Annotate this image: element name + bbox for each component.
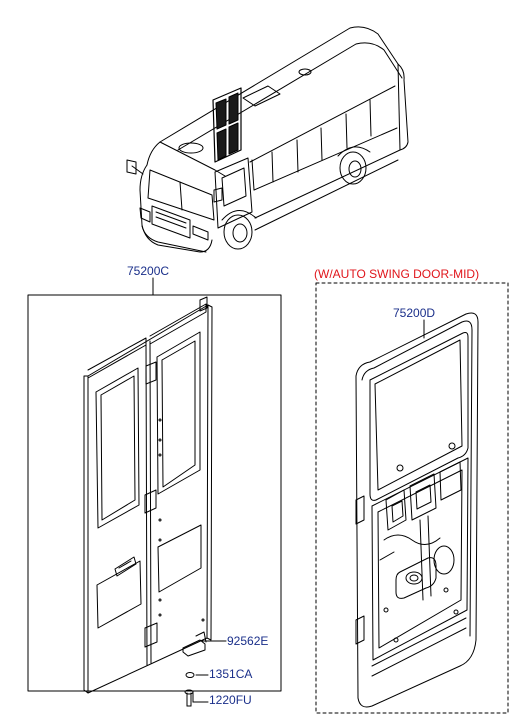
part-label-75200D: 75200D [393, 306, 436, 320]
part-label-1351CA: 1351CA [209, 667, 253, 681]
part-label-92562E: 92562E [227, 634, 269, 648]
part-label-75200C: 75200C [127, 264, 170, 278]
variant-note: (W/AUTO SWING DOOR-MID) [314, 267, 480, 281]
part-label-1220FU: 1220FU [209, 693, 252, 707]
door-assembly-75200C [83, 296, 213, 707]
bus-illustration [126, 26, 409, 253]
door-assembly-75200D [355, 312, 479, 708]
